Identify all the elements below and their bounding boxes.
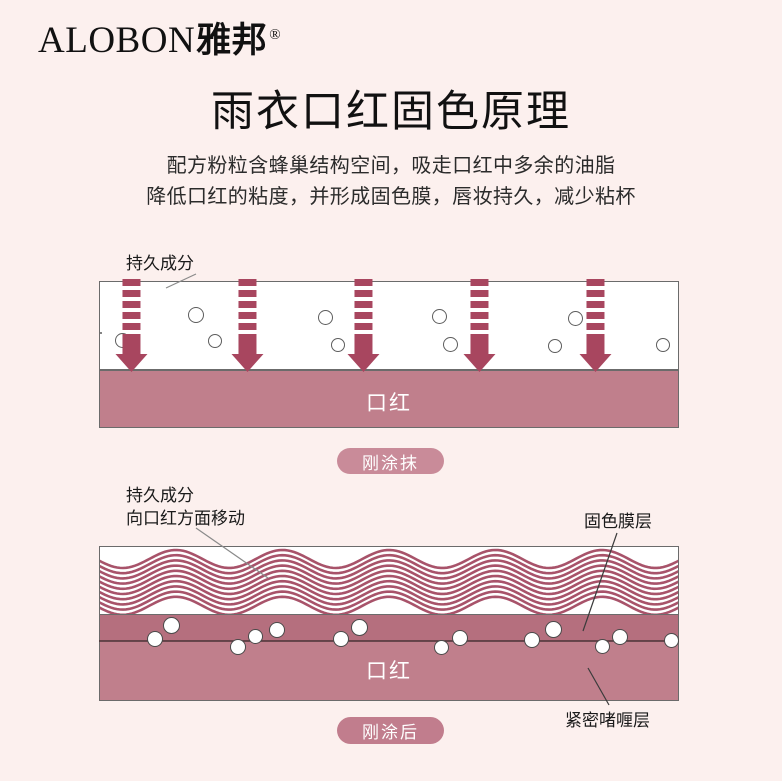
gel-particle: [452, 630, 468, 646]
diagram1-stage-badge: 刚涂抹: [337, 448, 444, 474]
gel-particle: [612, 629, 628, 645]
powder-particle: [331, 338, 345, 352]
powder-particle: [318, 310, 333, 325]
subtitle-line-1: 配方粉粒含蜂巢结构空间，吸走口红中多余的油脂: [166, 153, 616, 177]
diagram1-lipstick-label: 口红: [366, 391, 412, 415]
brand-latin-name: ALOBON: [38, 20, 196, 61]
page-title: 雨衣口红固色原理: [211, 87, 571, 137]
powder-particle: [432, 309, 447, 324]
gel-particle: [147, 631, 163, 647]
gel-particle: [248, 629, 263, 644]
diagram2-lipstick-label: 口红: [366, 659, 412, 683]
gel-particle: [595, 639, 610, 654]
diagram1-lipstick-band: 口红: [99, 370, 679, 428]
page-subtitle: 配方粉粒含蜂巢结构空间，吸走口红中多余的油脂 降低口红的粘度，并形成固色膜，唇妆…: [0, 150, 782, 212]
diagram2-callout-line-1: 持久成分: [126, 486, 194, 506]
diagram2-gel-layer-label: 紧密啫喱层: [565, 711, 650, 731]
gel-particle: [333, 631, 349, 647]
diagram2-lipstick-band: 口红: [99, 641, 679, 701]
powder-particle-spacer: [100, 332, 102, 334]
powder-particle: [188, 307, 204, 323]
diagram2-film-layer-label: 固色膜层: [584, 512, 652, 532]
brand-logo: ALOBON雅邦®: [38, 22, 281, 59]
powder-particle: [656, 338, 670, 352]
gel-particle: [269, 622, 285, 638]
diagram2-callout-label: 持久成分 向口红方面移动: [126, 485, 245, 531]
powder-particle: [208, 334, 222, 348]
diagram1-callout-label: 持久成分: [126, 254, 194, 274]
registered-trademark-icon: ®: [269, 26, 282, 43]
gel-particle: [545, 621, 562, 638]
diagram1-powder-layer: [99, 281, 679, 370]
gel-particle: [230, 639, 246, 655]
diagram2-film-band: [99, 615, 679, 641]
gel-particle: [163, 617, 180, 634]
powder-particle: [443, 337, 458, 352]
powder-particle: [115, 333, 130, 348]
brand-cjk-name: 雅邦: [196, 21, 268, 61]
powder-particle: [548, 339, 562, 353]
subtitle-line-2: 降低口红的粘度，并形成固色膜，唇妆持久，减少粘杯: [146, 184, 636, 208]
powder-particle: [568, 311, 583, 326]
gel-particle: [351, 619, 368, 636]
gel-particle: [524, 632, 540, 648]
diagram2-callout-line-2: 向口红方面移动: [126, 508, 245, 529]
gel-particle: [434, 640, 449, 655]
gel-particle: [664, 633, 679, 648]
diagram2-stage-badge: 刚涂后: [337, 717, 444, 744]
diagram2-wave-layer: [99, 546, 679, 615]
